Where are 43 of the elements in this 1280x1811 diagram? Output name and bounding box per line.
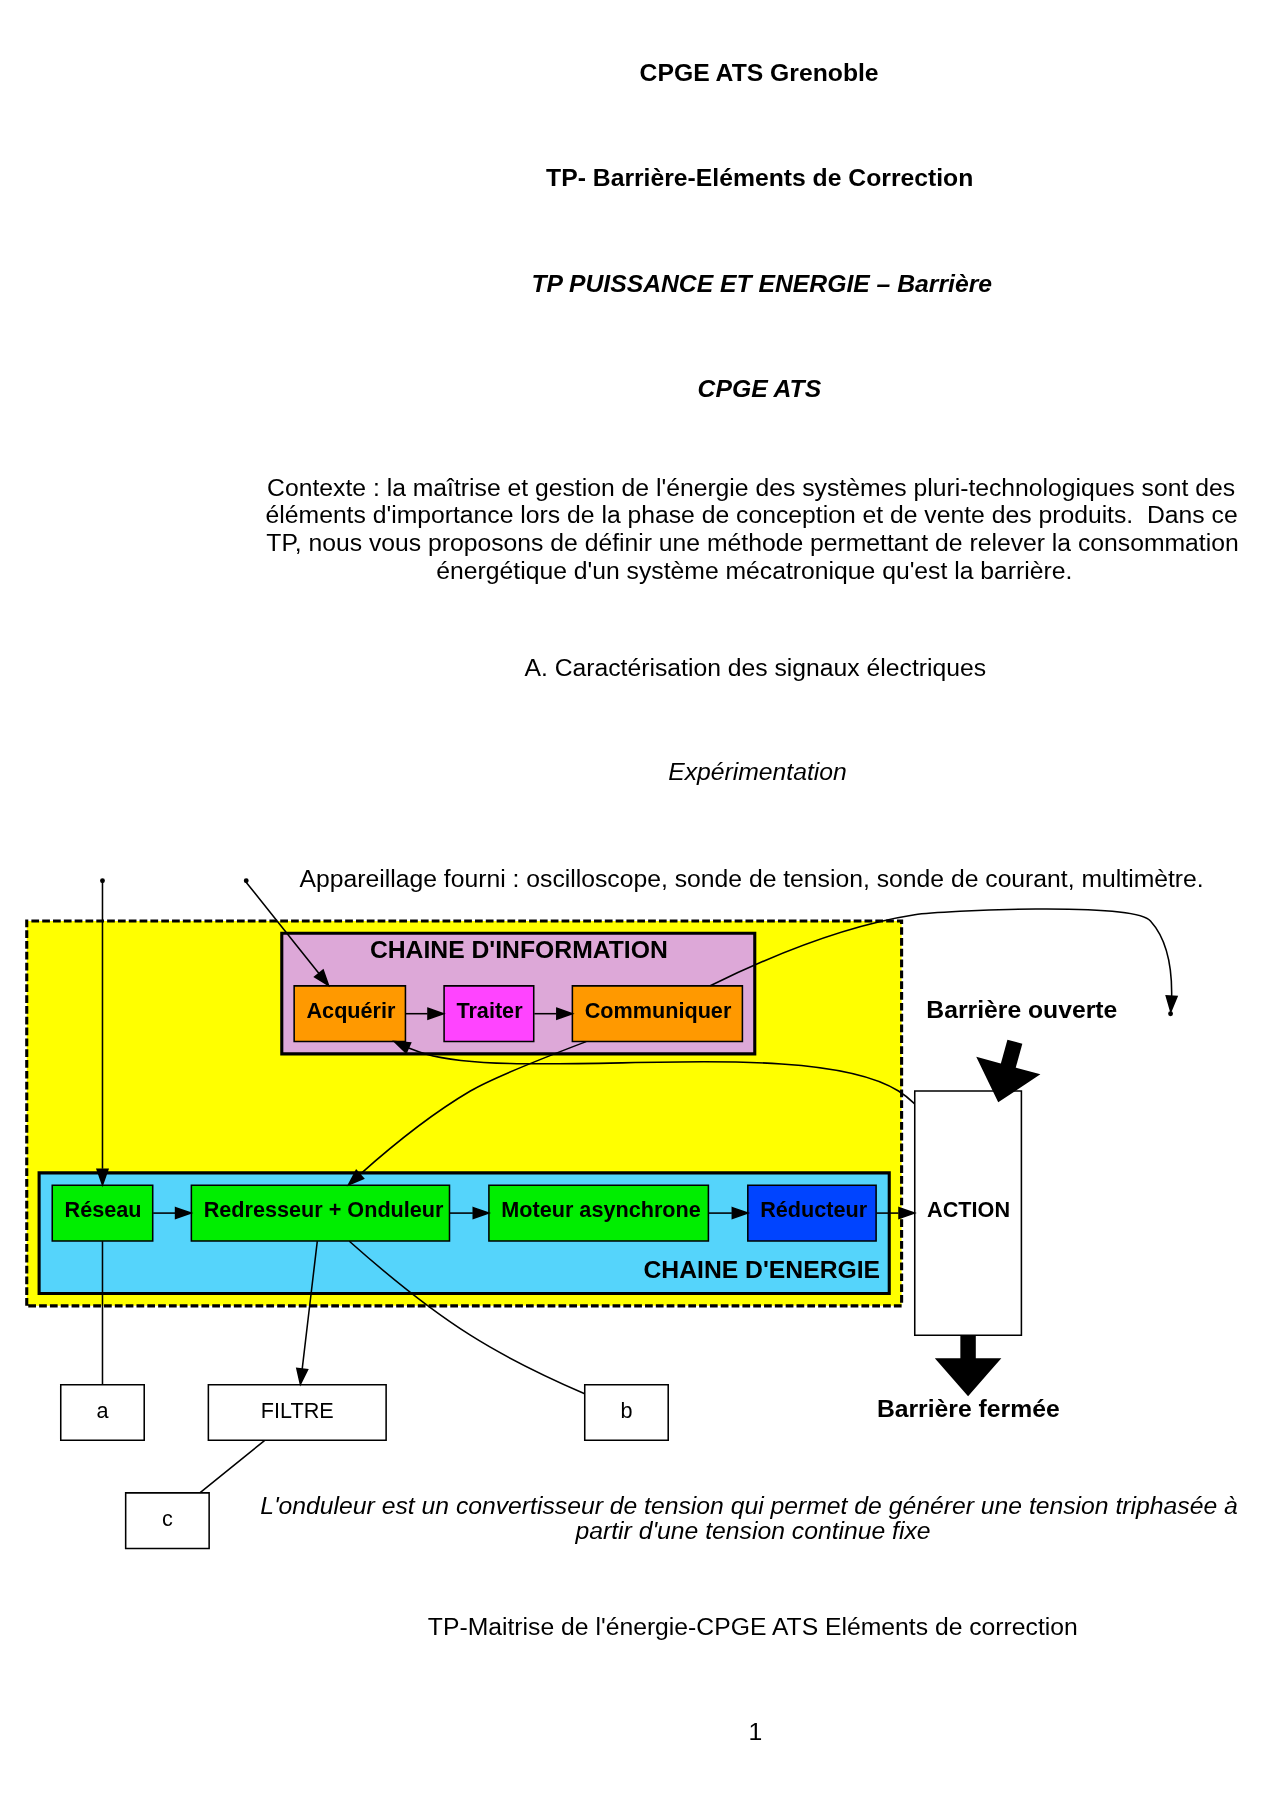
arrow xyxy=(295,1240,319,1387)
label: TP-Maitrise de l'énergie-CPGE ATS Eléments de correction xyxy=(427,1612,1078,1640)
label: TP- Barrière-Eléments de Correction xyxy=(546,164,974,192)
arrow xyxy=(405,1007,446,1021)
arrow xyxy=(346,1040,587,1187)
label: CPGE ATS Grenoble xyxy=(639,59,879,87)
label: Contexte : la maîtrise et gestion de l'énergie des systèmes pluri-technologiques sont des éléments d'importance lors de la phase de conception et de vente des produits. Dans ce TP, nous vous proposons de définir une méthode permettant de relever la consommation énergétique d'un système mécatronique qu'est la barrière. xyxy=(265,473,1239,585)
node-box: Moteur asynchrone xyxy=(488,1184,710,1242)
connector xyxy=(101,1240,104,1386)
connector xyxy=(199,1439,266,1494)
arrow xyxy=(449,1206,492,1220)
node-box: FILTRE xyxy=(207,1383,387,1442)
label: Expérimentation xyxy=(668,757,847,785)
node-box: Redresseur + Onduleur xyxy=(190,1184,451,1242)
arrow xyxy=(875,1206,917,1220)
label: Appareillage fourni : oscilloscope, sonde de tension, sonde de courant, multimètre. xyxy=(299,864,1204,892)
arrow xyxy=(934,1335,1002,1397)
node-box: b xyxy=(583,1383,669,1442)
node-box: Réducteur xyxy=(747,1184,877,1242)
node-box: c xyxy=(124,1492,210,1550)
label: L'onduleur est un convertisseur de tension qui permet de générer une tension triphasée à partir d'une tension continue fixe xyxy=(260,1492,1238,1544)
node-box: a xyxy=(59,1383,145,1442)
arrow xyxy=(709,908,1179,1014)
cluster xyxy=(25,919,904,1308)
arrow xyxy=(152,1206,194,1220)
label: CPGE ATS xyxy=(697,374,822,402)
node-box: ACTION xyxy=(913,1090,1023,1336)
arrow xyxy=(976,1039,1041,1103)
arrow xyxy=(392,1040,916,1105)
label: TP PUISSANCE ET ENERGIE – Barrière xyxy=(531,269,993,297)
node-box: Acquérir xyxy=(293,985,407,1043)
node-text: Barrière ouverte xyxy=(926,996,1118,1024)
arrow xyxy=(245,881,330,988)
node-box: Traiter xyxy=(443,985,535,1043)
label: 1 xyxy=(748,1717,763,1745)
node-box: Réseau xyxy=(51,1184,154,1242)
arrow xyxy=(95,881,109,1188)
arrow xyxy=(707,1206,751,1220)
label: A. Caractérisation des signaux électriques xyxy=(524,654,987,682)
connector xyxy=(348,1240,586,1395)
node-text: Barrière fermée xyxy=(876,1394,1060,1422)
node-box: Communiquer xyxy=(571,985,744,1043)
arrow xyxy=(533,1007,575,1021)
